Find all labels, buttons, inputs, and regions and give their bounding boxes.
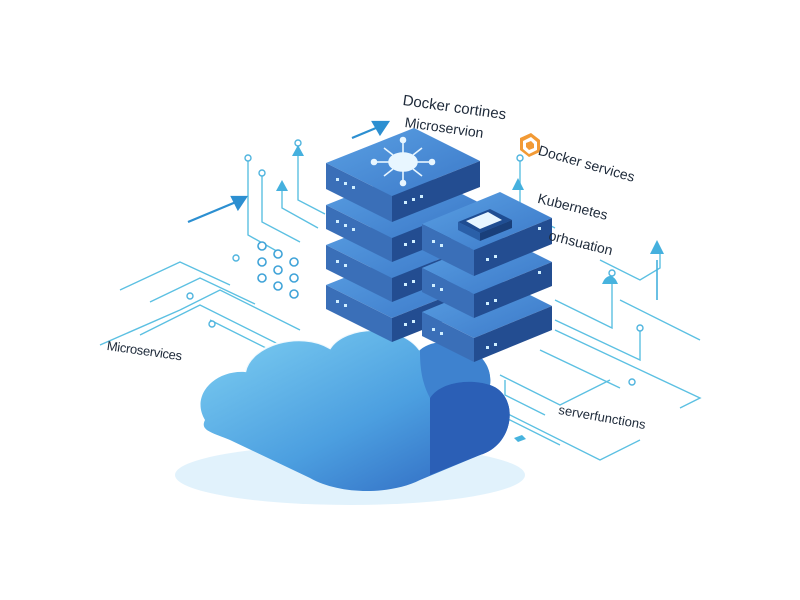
circuit-lines xyxy=(99,145,702,461)
circuit-node-icon xyxy=(208,320,216,328)
circuit-node-icon xyxy=(636,324,644,332)
node-grid xyxy=(257,241,299,299)
up-arrow-icon xyxy=(512,178,524,190)
docker-box-icon xyxy=(520,133,540,157)
circuit-nodes xyxy=(186,139,644,386)
circuit-node-icon xyxy=(232,254,240,262)
server-stack-secondary xyxy=(422,192,552,362)
network-hub-icon xyxy=(370,136,436,187)
up-arrow-icon xyxy=(292,145,304,156)
circuit-node-icon xyxy=(244,154,252,162)
circuit-node-icon xyxy=(258,169,266,177)
flow-arrows xyxy=(187,120,664,300)
circuit-node-icon xyxy=(628,378,636,386)
circuit-node-icon xyxy=(514,276,618,442)
circuit-node-icon xyxy=(516,154,524,162)
cloud xyxy=(175,328,525,505)
up-arrow-icon xyxy=(276,180,288,191)
up-arrow-icon xyxy=(650,240,664,254)
circuit-node-icon xyxy=(608,269,616,277)
circuit-node-icon xyxy=(186,292,194,300)
